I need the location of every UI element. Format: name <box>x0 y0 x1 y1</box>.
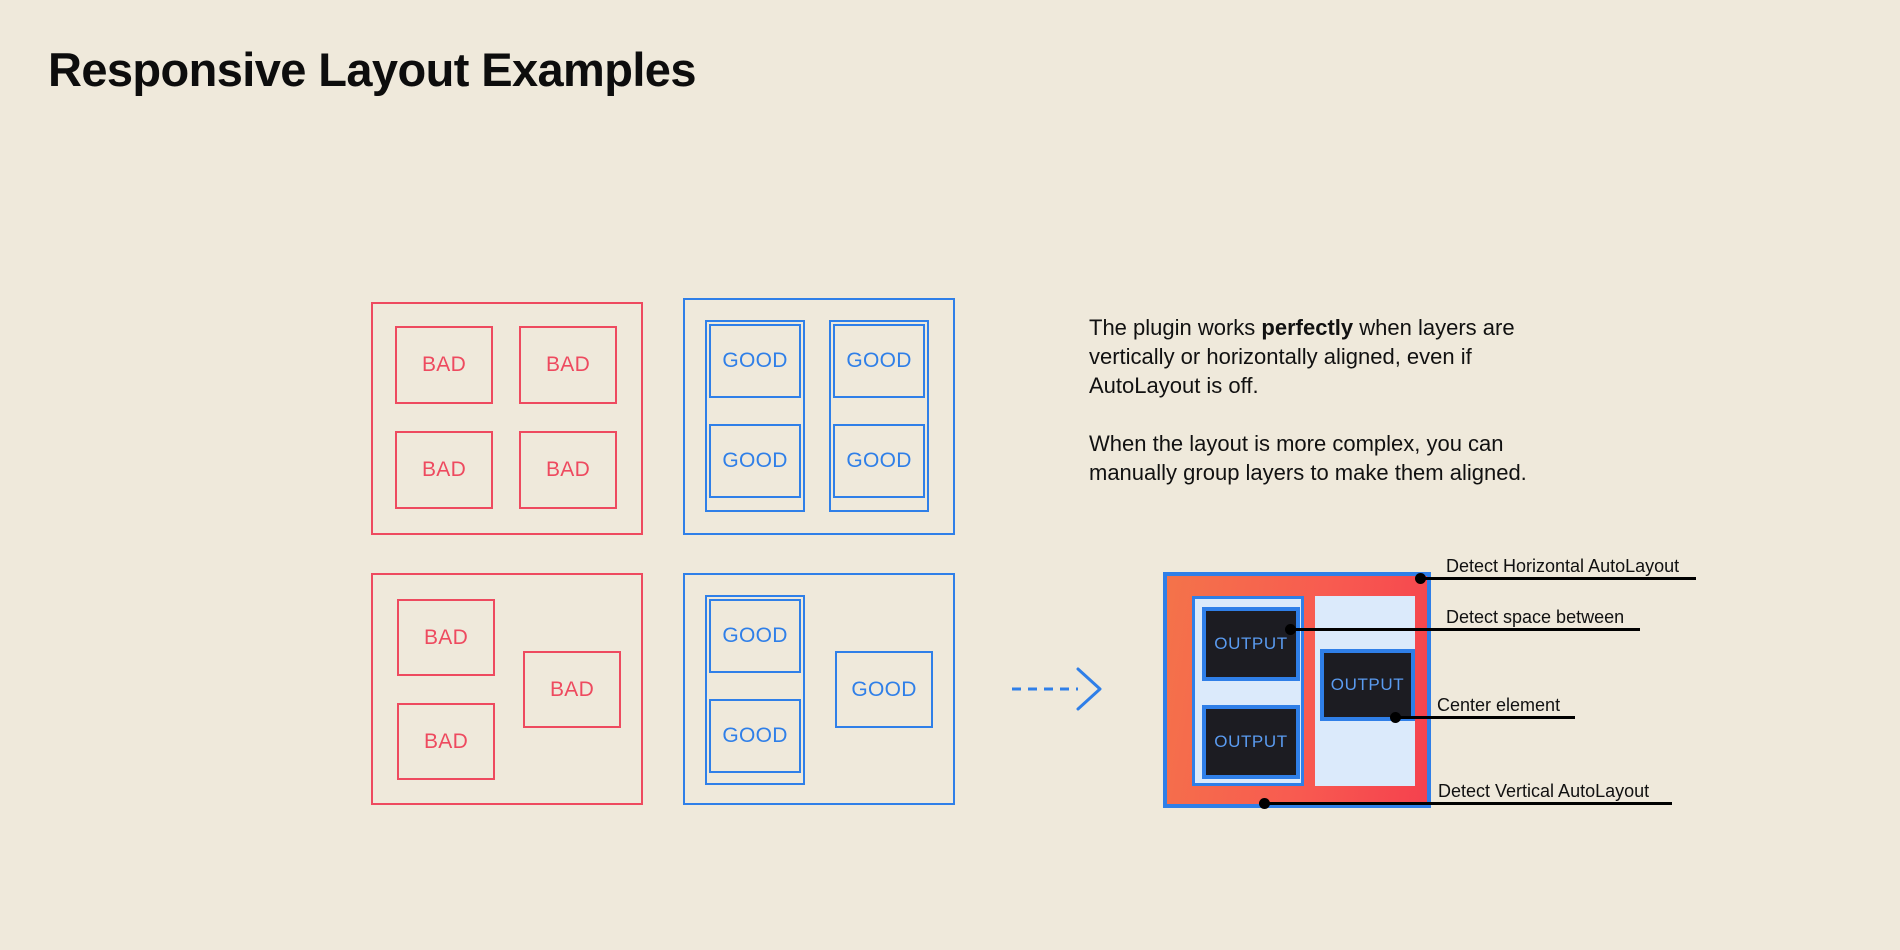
diagram-output-bottom-left: OUTPUT <box>1202 705 1300 779</box>
output-label: OUTPUT <box>1214 732 1288 751</box>
annotation-leader-line <box>1420 577 1444 580</box>
bad-complex-panel: BAD BAD BAD <box>371 573 643 805</box>
good-complex-group-left <box>705 595 805 785</box>
good-complex-cell-3: GOOD <box>835 651 933 728</box>
annotation-detect-space-between: Detect space between <box>1285 601 1640 635</box>
description-text: The plugin works perfectly when layers a… <box>1089 313 1539 487</box>
good-grid-group-right <box>829 320 929 512</box>
bad-grid-cell-4: BAD <box>519 431 617 509</box>
good-grid-cell-4: GOOD <box>833 424 925 498</box>
annotation-label: Detect Horizontal AutoLayout <box>1446 556 1680 576</box>
paragraph-1-part-a: The plugin works <box>1089 315 1262 340</box>
annotation-underline <box>1436 802 1672 805</box>
output-label: OUTPUT <box>1330 675 1405 694</box>
paragraph-1-emphasis: perfectly <box>1261 315 1354 340</box>
annotation-detect-vertical-autolayout: Detect Vertical AutoLayout <box>1259 775 1674 809</box>
diagram-output-center-right: OUTPUT <box>1320 649 1415 721</box>
good-grid-cell-1: GOOD <box>709 324 801 398</box>
cell-label: GOOD <box>846 349 912 372</box>
autolayout-detection-diagram: OUTPUT OUTPUT OUTPUT <box>1163 572 1431 808</box>
cell-label: GOOD <box>722 624 788 647</box>
annotation-underline <box>1444 628 1640 631</box>
good-complex-panel: GOOD GOOD GOOD <box>683 573 955 805</box>
cell-label: GOOD <box>722 349 788 372</box>
annotation-underline <box>1444 577 1696 580</box>
output-label: OUTPUT <box>1214 634 1288 653</box>
diagram-output-top-left: OUTPUT <box>1202 607 1300 681</box>
bad-complex-cell-2: BAD <box>397 703 495 780</box>
cell-label: BAD <box>423 729 469 753</box>
annotation-leader-line <box>1395 716 1435 719</box>
cell-label: BAD <box>421 458 467 481</box>
annotation-underline <box>1435 716 1575 719</box>
good-grid-cell-3: GOOD <box>709 424 801 498</box>
cell-label: BAD <box>423 625 469 649</box>
annotation-detect-horizontal-autolayout: Detect Horizontal AutoLayout <box>1415 550 1700 584</box>
good-grid-cell-2: GOOD <box>833 324 925 398</box>
good-grid-group-left <box>705 320 805 512</box>
bad-grid-cell-3: BAD <box>395 431 493 509</box>
cell-label: BAD <box>421 353 467 376</box>
cell-label: BAD <box>545 458 591 481</box>
good-complex-cell-2: GOOD <box>709 699 801 773</box>
cell-label: GOOD <box>722 449 788 472</box>
paragraph-1: The plugin works perfectly when layers a… <box>1089 313 1539 400</box>
paragraph-2: When the layout is more complex, you can… <box>1089 431 1527 485</box>
annotation-label: Detect space between <box>1446 607 1625 627</box>
annotation-leader-line <box>1264 802 1436 805</box>
page-title: Responsive Layout Examples <box>48 43 696 96</box>
cell-label: GOOD <box>851 677 917 701</box>
bad-grid-panel: BAD BAD BAD BAD <box>371 302 643 535</box>
cell-label: BAD <box>545 353 591 376</box>
bad-complex-cell-3: BAD <box>523 651 621 728</box>
diagram-right-column: OUTPUT <box>1315 596 1415 786</box>
annotation-center-element: Center element <box>1390 689 1580 723</box>
annotation-label: Detect Vertical AutoLayout <box>1438 781 1650 801</box>
cell-label: GOOD <box>722 724 788 747</box>
bad-grid-cell-2: BAD <box>519 326 617 404</box>
paragraph-1-part-b: when layers are vertically or horizontal… <box>1089 315 1515 398</box>
annotation-leader-line <box>1290 628 1444 631</box>
dashed-right-arrow-icon <box>1010 665 1104 713</box>
bad-grid-cell-1: BAD <box>395 326 493 404</box>
bad-complex-cell-1: BAD <box>397 599 495 676</box>
cell-label: GOOD <box>846 449 912 472</box>
annotation-label: Center element <box>1437 695 1561 715</box>
good-grid-panel: GOOD GOOD GOOD GOOD <box>683 298 955 535</box>
good-complex-cell-1: GOOD <box>709 599 801 673</box>
cell-label: BAD <box>549 677 595 701</box>
